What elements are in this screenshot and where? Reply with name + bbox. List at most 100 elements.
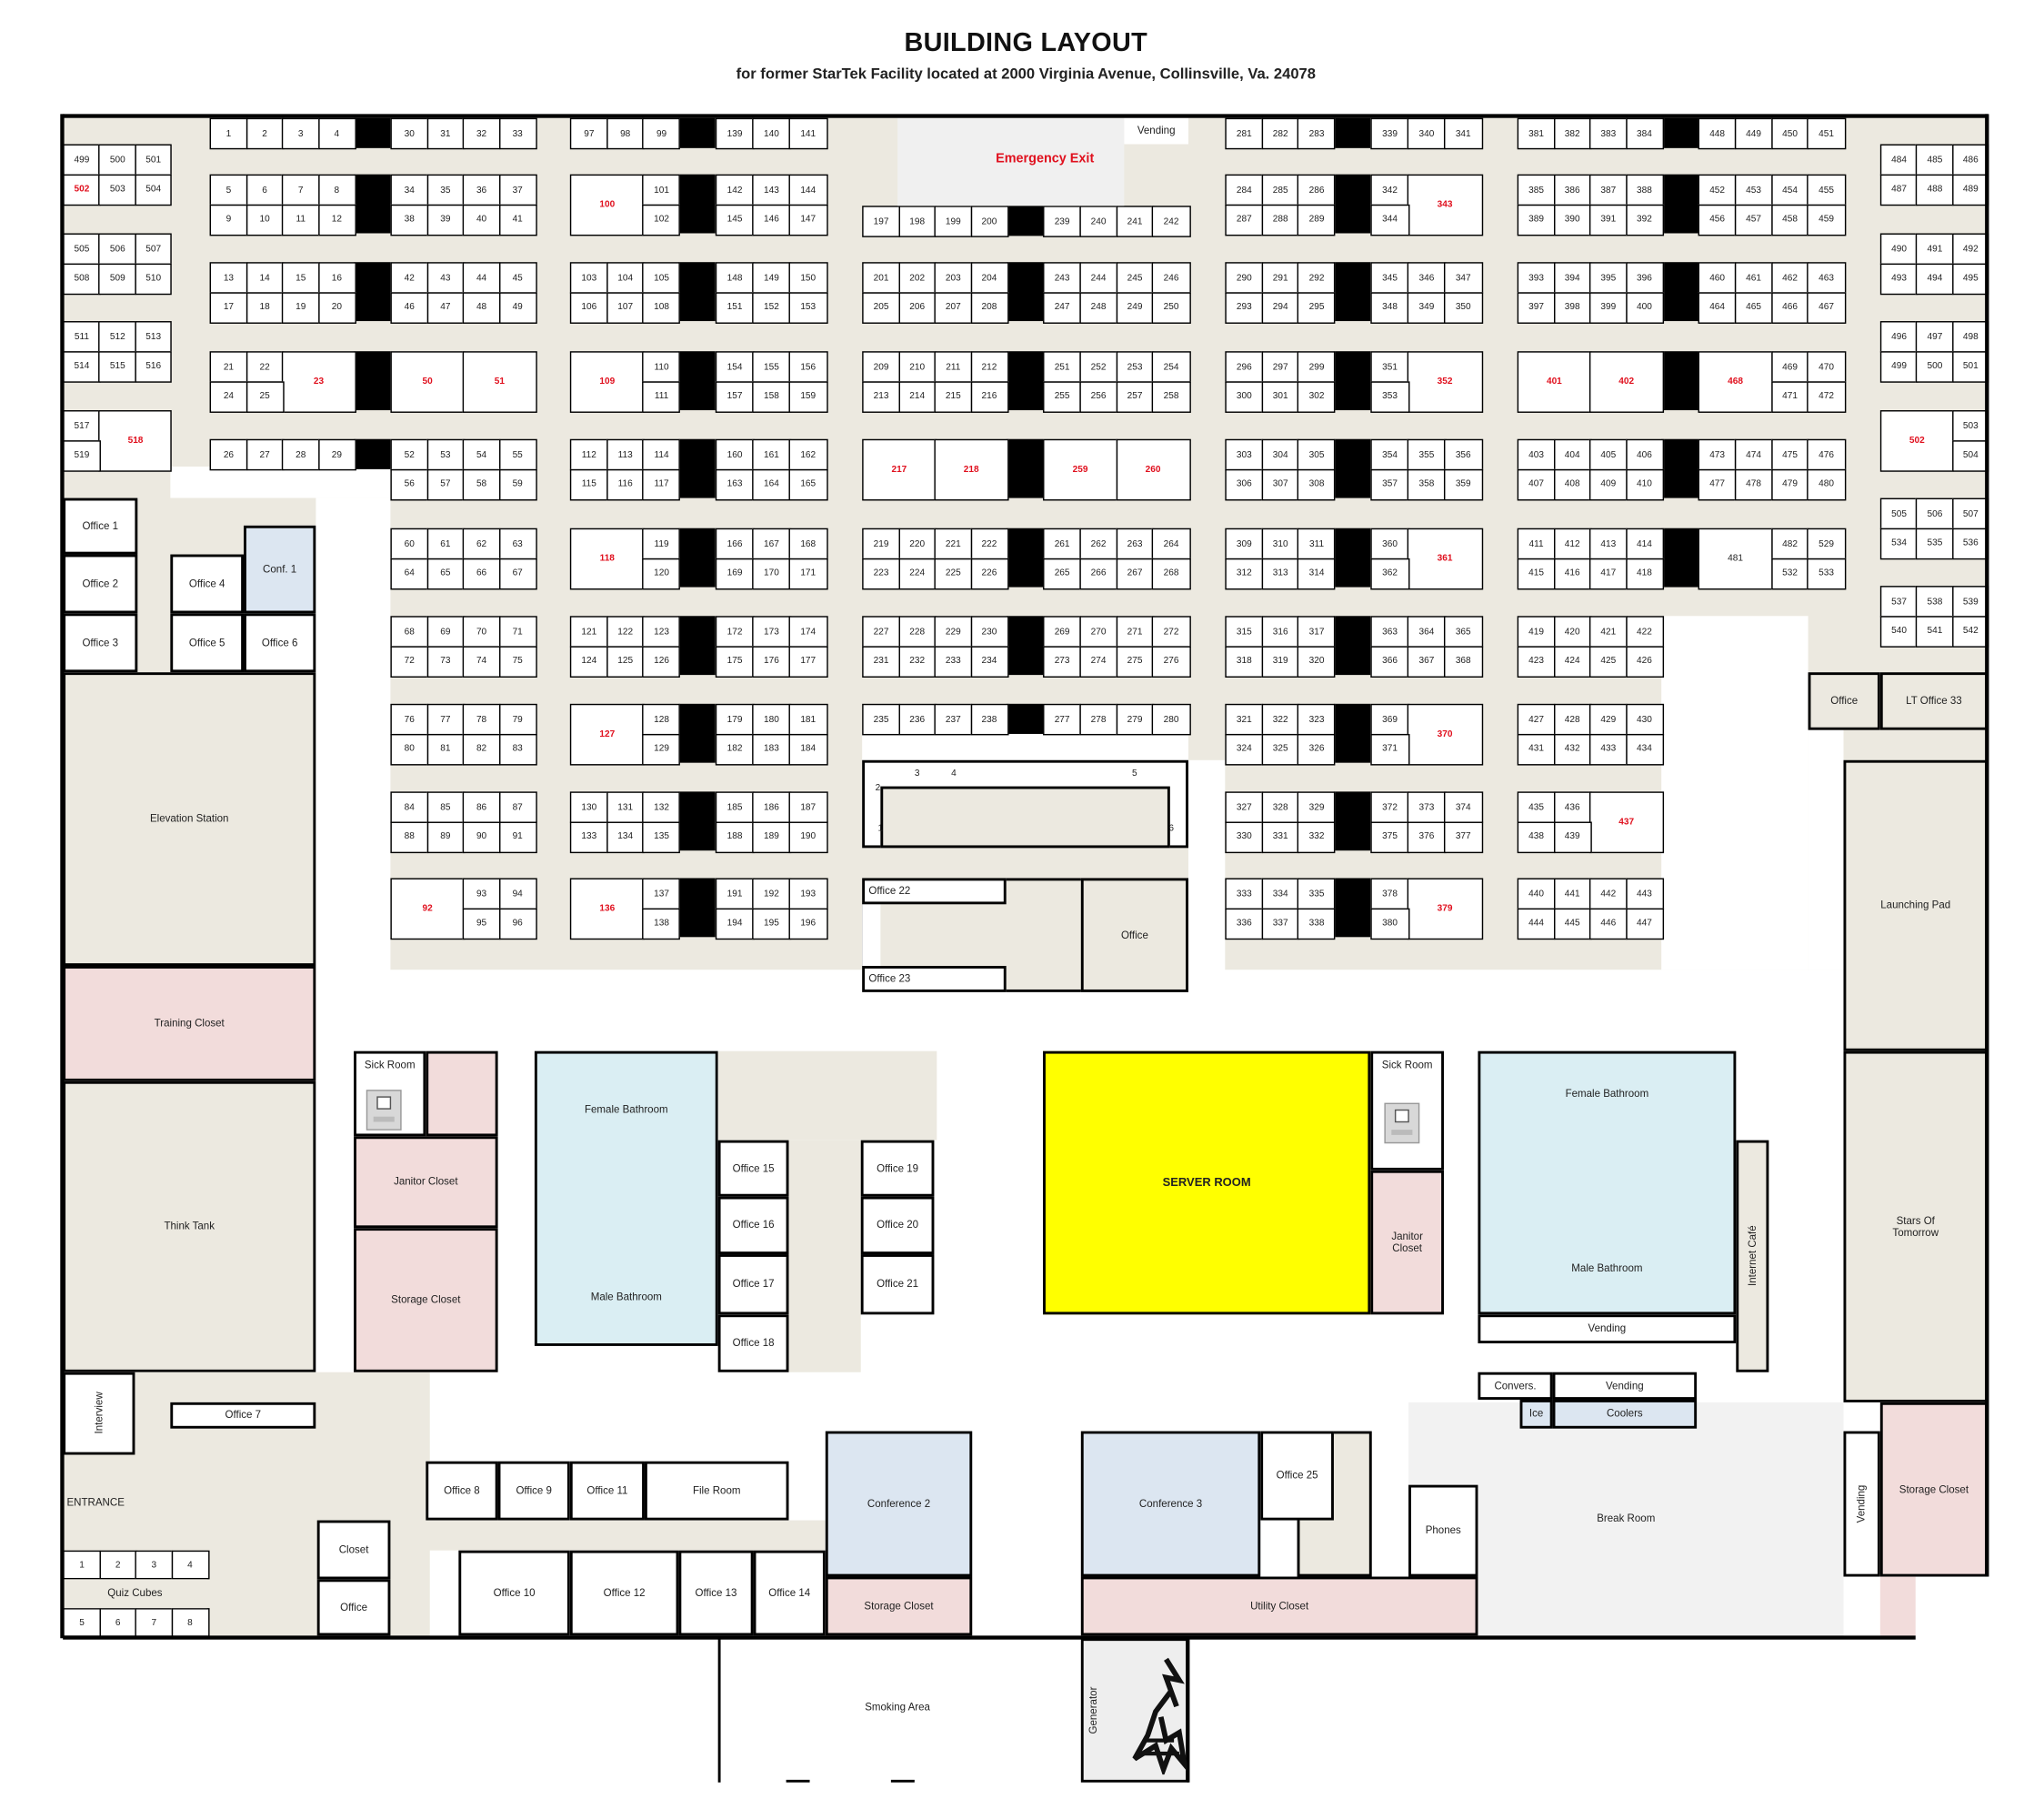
cubicle-62[interactable]: 62 bbox=[462, 528, 501, 560]
quiz-cube-5[interactable]: 5 bbox=[63, 1608, 101, 1637]
cubicle-473[interactable]: 473 bbox=[1698, 438, 1737, 471]
cubicle-133[interactable]: 133 bbox=[569, 820, 608, 853]
cubicle-77[interactable]: 77 bbox=[426, 703, 465, 736]
quiz-cube-2[interactable]: 2 bbox=[98, 1550, 137, 1580]
cubicle-231[interactable]: 231 bbox=[862, 645, 900, 678]
cubicle-4[interactable]: 4 bbox=[317, 117, 356, 150]
cubicle-201[interactable]: 201 bbox=[862, 262, 900, 294]
cubicle-392[interactable]: 392 bbox=[1625, 204, 1664, 236]
cubicle-405[interactable]: 405 bbox=[1588, 438, 1628, 471]
cubicle-356[interactable]: 356 bbox=[1443, 438, 1483, 471]
cubicle-82[interactable]: 82 bbox=[462, 733, 501, 765]
cubicle-301[interactable]: 301 bbox=[1261, 380, 1300, 413]
cubicle-509[interactable]: 509 bbox=[98, 262, 137, 295]
cubicle-362[interactable]: 362 bbox=[1370, 558, 1409, 589]
cubicle-411[interactable]: 411 bbox=[1517, 528, 1556, 560]
cubicle-320[interactable]: 320 bbox=[1298, 645, 1337, 678]
cubicle-45[interactable]: 45 bbox=[498, 262, 537, 294]
cubicle-188[interactable]: 188 bbox=[715, 820, 755, 853]
cubicle-425[interactable]: 425 bbox=[1588, 645, 1628, 678]
cubicle-519[interactable]: 519 bbox=[63, 439, 101, 472]
cubicle-345[interactable]: 345 bbox=[1370, 262, 1409, 294]
cubicle-233[interactable]: 233 bbox=[934, 645, 973, 678]
cubicle-36[interactable]: 36 bbox=[462, 174, 501, 206]
cubicle-373[interactable]: 373 bbox=[1407, 791, 1447, 823]
cubicle-487[interactable]: 487 bbox=[1879, 173, 1919, 206]
cubicle-309[interactable]: 309 bbox=[1225, 528, 1264, 560]
cubicle-162[interactable]: 162 bbox=[788, 438, 827, 471]
cubicle-319[interactable]: 319 bbox=[1261, 645, 1300, 678]
cubicle-314[interactable]: 314 bbox=[1298, 558, 1337, 589]
cubicle-304[interactable]: 304 bbox=[1261, 438, 1300, 471]
cubicle-39[interactable]: 39 bbox=[426, 204, 465, 236]
cubicle-341[interactable]: 341 bbox=[1443, 117, 1483, 150]
cubicle-459[interactable]: 459 bbox=[1807, 204, 1846, 236]
cubicle-99[interactable]: 99 bbox=[642, 117, 681, 150]
cubicle-489[interactable]: 489 bbox=[1951, 173, 1990, 206]
cubicle-419[interactable]: 419 bbox=[1517, 616, 1556, 648]
cubicle-499[interactable]: 499 bbox=[63, 144, 101, 176]
cubicle-218[interactable]: 218 bbox=[934, 438, 1008, 500]
cubicle-501[interactable]: 501 bbox=[134, 144, 173, 176]
cubicle-252[interactable]: 252 bbox=[1079, 351, 1118, 383]
cubicle-500[interactable]: 500 bbox=[98, 144, 137, 176]
cubicle-486[interactable]: 486 bbox=[1951, 144, 1990, 176]
cubicle-198[interactable]: 198 bbox=[897, 206, 937, 237]
cubicle-323[interactable]: 323 bbox=[1298, 703, 1337, 736]
cubicle-267[interactable]: 267 bbox=[1116, 558, 1155, 589]
cubicle-158[interactable]: 158 bbox=[752, 380, 791, 413]
cubicle-217[interactable]: 217 bbox=[862, 438, 937, 500]
cubicle-116[interactable]: 116 bbox=[606, 468, 645, 500]
cubicle-439[interactable]: 439 bbox=[1553, 820, 1592, 853]
cubicle-480[interactable]: 480 bbox=[1807, 468, 1846, 500]
cubicle-452[interactable]: 452 bbox=[1698, 174, 1737, 206]
cubicle-317[interactable]: 317 bbox=[1298, 616, 1337, 648]
cubicle-157[interactable]: 157 bbox=[715, 380, 755, 413]
cubicle-65[interactable]: 65 bbox=[426, 558, 465, 589]
cubicle-504[interactable]: 504 bbox=[134, 173, 173, 206]
cubicle-467[interactable]: 467 bbox=[1807, 291, 1846, 324]
cubicle-243[interactable]: 243 bbox=[1043, 262, 1082, 294]
cubicle-175[interactable]: 175 bbox=[715, 645, 755, 678]
cubicle-339[interactable]: 339 bbox=[1370, 117, 1409, 150]
cubicle-311[interactable]: 311 bbox=[1298, 528, 1337, 560]
cubicle-510[interactable]: 510 bbox=[134, 262, 173, 295]
quiz-cube-3[interactable]: 3 bbox=[135, 1550, 174, 1580]
cubicle-272[interactable]: 272 bbox=[1151, 616, 1191, 648]
cubicle-426[interactable]: 426 bbox=[1625, 645, 1664, 678]
cubicle-6[interactable]: 6 bbox=[245, 174, 284, 206]
cubicle-277[interactable]: 277 bbox=[1043, 703, 1082, 736]
cubicle-24[interactable]: 24 bbox=[209, 380, 248, 413]
cubicle-379[interactable]: 379 bbox=[1407, 878, 1483, 940]
cubicle-109[interactable]: 109 bbox=[569, 351, 645, 413]
cubicle-12[interactable]: 12 bbox=[317, 204, 356, 236]
cubicle-74[interactable]: 74 bbox=[462, 645, 501, 678]
cubicle-463[interactable]: 463 bbox=[1807, 262, 1846, 294]
cubicle-514[interactable]: 514 bbox=[63, 350, 101, 383]
cubicle-484[interactable]: 484 bbox=[1879, 144, 1919, 176]
cubicle-498[interactable]: 498 bbox=[1951, 321, 1990, 353]
cubicle-257[interactable]: 257 bbox=[1116, 380, 1155, 413]
cubicle-98[interactable]: 98 bbox=[606, 117, 645, 150]
cubicle-18[interactable]: 18 bbox=[245, 291, 284, 324]
cubicle-102[interactable]: 102 bbox=[642, 204, 681, 236]
cubicle-190[interactable]: 190 bbox=[788, 820, 827, 853]
cubicle-490[interactable]: 490 bbox=[1879, 233, 1919, 266]
cubicle-225[interactable]: 225 bbox=[934, 558, 973, 589]
cubicle-111[interactable]: 111 bbox=[642, 380, 681, 413]
cubicle-422[interactable]: 422 bbox=[1625, 616, 1664, 648]
cubicle-56[interactable]: 56 bbox=[390, 468, 429, 500]
cubicle-255[interactable]: 255 bbox=[1043, 380, 1082, 413]
cubicle-61[interactable]: 61 bbox=[426, 528, 465, 560]
cubicle-193[interactable]: 193 bbox=[788, 878, 827, 910]
cubicle-462[interactable]: 462 bbox=[1770, 262, 1809, 294]
cubicle-268[interactable]: 268 bbox=[1151, 558, 1191, 589]
cubicle-78[interactable]: 78 bbox=[462, 703, 501, 736]
cubicle-232[interactable]: 232 bbox=[897, 645, 937, 678]
cubicle-194[interactable]: 194 bbox=[715, 907, 755, 940]
cubicle-84[interactable]: 84 bbox=[390, 791, 429, 823]
cubicle-164[interactable]: 164 bbox=[752, 468, 791, 500]
cubicle-401[interactable]: 401 bbox=[1517, 351, 1592, 413]
cubicle-64[interactable]: 64 bbox=[390, 558, 429, 589]
cubicle-227[interactable]: 227 bbox=[862, 616, 900, 648]
